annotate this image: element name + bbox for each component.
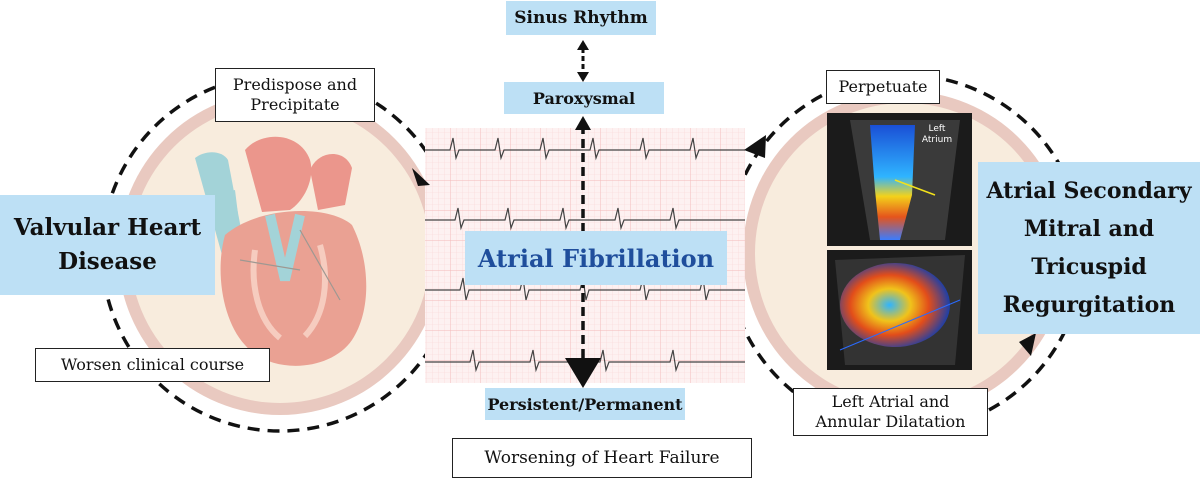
left-atrium-text-1: Left bbox=[928, 124, 946, 134]
arrowhead-predispose bbox=[412, 168, 430, 186]
persistent-box: Persistent/Permanent bbox=[485, 388, 685, 420]
worsen-clinical-box: Worsen clinical course bbox=[35, 348, 270, 382]
echo-image-top bbox=[827, 113, 972, 246]
atrial-secondary-title-3: Tricuspid bbox=[1031, 254, 1147, 280]
atrial-fibrillation-box: Atrial Fibrillation bbox=[465, 231, 727, 285]
left-atrium-annotation: Left Atrium bbox=[912, 118, 962, 152]
heart-illustration bbox=[175, 136, 367, 366]
perpetuate-label: Perpetuate bbox=[838, 77, 928, 96]
ecg-trace-1 bbox=[425, 137, 745, 161]
paroxysmal-box: Paroxysmal bbox=[504, 82, 664, 114]
atrial-secondary-title-4: Regurgitation bbox=[1002, 292, 1176, 318]
echo-image-bottom bbox=[827, 250, 972, 370]
predispose-label-2: Precipitate bbox=[250, 95, 340, 114]
left-atrium-text-2: Atrium bbox=[921, 135, 953, 145]
sinus-rhythm-label: Sinus Rhythm bbox=[514, 8, 648, 28]
predispose-label-1: Predispose and bbox=[232, 75, 358, 94]
ecg-trace-2 bbox=[425, 207, 745, 231]
worsen-clinical-label: Worsen clinical course bbox=[60, 355, 245, 374]
predispose-box: Predispose and Precipitate bbox=[215, 68, 375, 122]
dilatation-label-2: Annular Dilatation bbox=[815, 412, 966, 431]
valvular-title-2: Disease bbox=[58, 248, 157, 275]
dilatation-box: Left Atrial and Annular Dilatation bbox=[793, 388, 988, 436]
atrial-secondary-box: Atrial Secondary Mitral and Tricuspid Re… bbox=[978, 162, 1200, 334]
dilatation-label-1: Left Atrial and bbox=[831, 392, 950, 411]
perpetuate-box: Perpetuate bbox=[826, 70, 940, 104]
worsening-hf-box: Worsening of Heart Failure bbox=[452, 438, 752, 478]
atrial-secondary-title-1: Atrial Secondary bbox=[986, 178, 1192, 204]
sinus-rhythm-box: Sinus Rhythm bbox=[506, 1, 656, 35]
paroxysmal-label: Paroxysmal bbox=[532, 88, 636, 108]
atrial-fibrillation-title: Atrial Fibrillation bbox=[477, 243, 715, 273]
valvular-heart-disease-box: Valvular Heart Disease bbox=[0, 195, 215, 295]
arrowhead-perpetuate bbox=[744, 135, 766, 158]
persistent-label: Persistent/Permanent bbox=[487, 394, 683, 414]
worsening-hf-label: Worsening of Heart Failure bbox=[484, 448, 720, 468]
arrowhead-dilatation bbox=[1019, 333, 1036, 356]
valvular-title-1: Valvular Heart bbox=[13, 214, 202, 241]
atrial-secondary-title-2: Mitral and bbox=[1023, 216, 1155, 242]
